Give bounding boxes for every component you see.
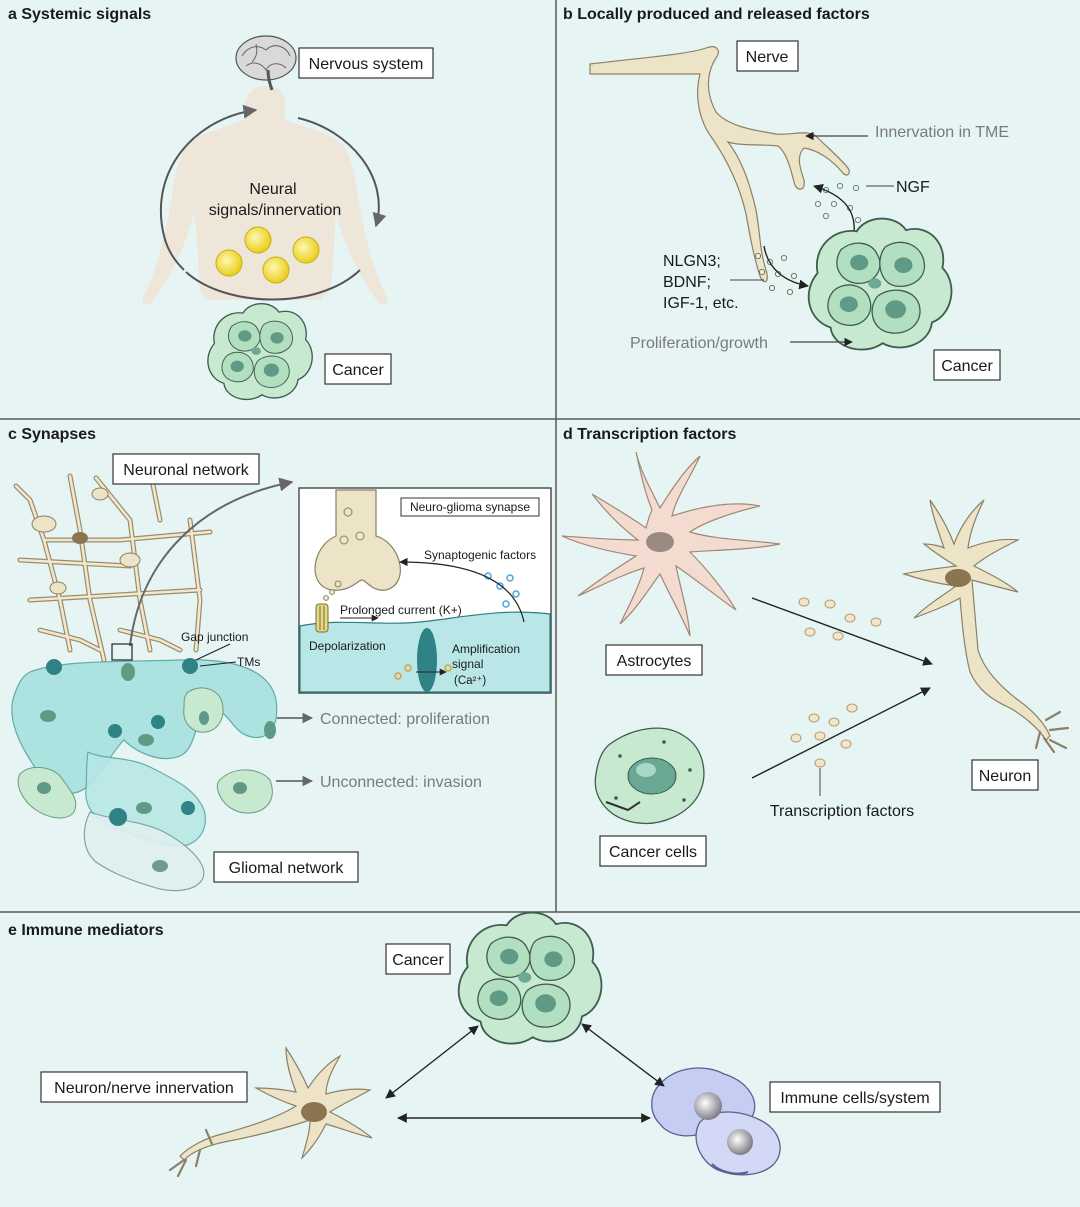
neuron-label-box-d: Neuron <box>971 759 1039 791</box>
cancer-label-b: Cancer <box>941 358 993 375</box>
synaptogenic-factors-label: Synaptogenic factors <box>424 548 536 562</box>
neural-signals-line2: signals/innervation <box>209 202 342 219</box>
immune-cells-illustration <box>651 1067 781 1176</box>
tms-label: TMs <box>237 655 260 669</box>
amplification-line3: (Ca²⁺) <box>454 675 486 687</box>
neuronal-network-label: Neuronal network <box>123 462 249 479</box>
nerve-illustration <box>589 46 850 283</box>
cancer-neuron-arrow <box>385 1025 479 1099</box>
panel-dividers <box>0 0 1080 913</box>
factor-particles <box>754 252 798 296</box>
unconnected-label: Unconnected: invasion <box>320 774 482 791</box>
ngf-label: NGF <box>896 179 930 196</box>
cancer-cells-label-box: Cancer cells <box>599 835 707 867</box>
proliferation-label: Proliferation/growth <box>630 335 768 352</box>
gap-junction-pointer <box>195 643 231 661</box>
cancer-label-e: Cancer <box>392 952 444 969</box>
tms-pointer <box>199 661 237 667</box>
neuron-label-box-e: Neuron/nerve innervation <box>40 1071 248 1103</box>
neuron-bodies <box>31 487 141 595</box>
amplification-line1: Amplification <box>452 642 520 656</box>
factor-nlgn3: NLGN3; <box>663 253 721 270</box>
cancer-label-box-b: Cancer <box>933 349 1001 381</box>
connected-label: Connected: proliferation <box>320 711 490 728</box>
amplification-line2: signal <box>452 657 483 671</box>
cancer-to-neuron-arrow <box>751 687 931 779</box>
ngf-arrow <box>813 183 855 235</box>
cancer-cell-illustration <box>594 727 705 824</box>
cancer-immune-arrow <box>581 1023 665 1087</box>
factor-bdnf: BDNF; <box>663 274 711 291</box>
nerve-label-box: Nerve <box>736 40 799 72</box>
astrocytes-label: Astrocytes <box>617 653 692 670</box>
gliomal-network-label: Gliomal network <box>229 860 345 877</box>
panel-e-title: e Immune mediators <box>8 922 164 939</box>
tumor-illustration-b <box>807 217 953 351</box>
gap-junctions <box>46 658 198 826</box>
transcription-factors-label: Transcription factors <box>770 803 914 820</box>
cancer-label-box-a: Cancer <box>324 353 392 385</box>
zoom-region-box <box>111 643 133 661</box>
neuron-label-d: Neuron <box>979 768 1031 785</box>
nerve-label: Nerve <box>746 49 789 66</box>
neuron-illustration-e <box>168 1046 373 1178</box>
tumor-illustration-a <box>207 303 313 401</box>
gliomal-network-label-box: Gliomal network <box>213 851 359 883</box>
tumor-illustration-e <box>457 911 603 1045</box>
astrocyte-to-neuron-arrow <box>751 597 933 666</box>
zoom-arrow <box>129 477 294 647</box>
immune-label-box: Immune cells/system <box>769 1081 941 1113</box>
astrocytes-label-box: Astrocytes <box>605 644 703 676</box>
gap-junction-label: Gap junction <box>181 630 248 644</box>
transcription-factor-particles <box>790 597 882 768</box>
panel-b-title: b Locally produced and released factors <box>563 6 870 23</box>
panel-a-title: a Systemic signals <box>8 6 151 23</box>
astrocyte-illustration <box>561 451 781 637</box>
neuron-label-e: Neuron/nerve innervation <box>54 1080 234 1097</box>
neural-signals-line1: Neural <box>249 181 296 198</box>
factors-arrow <box>763 245 809 290</box>
synapse-inset <box>298 487 552 694</box>
brain-icon <box>235 35 297 91</box>
cancer-cells-label: Cancer cells <box>609 844 697 861</box>
nervous-system-label-box: Nervous system <box>298 47 434 79</box>
innervation-label: Innervation in TME <box>875 124 1009 141</box>
panel-c-title: c Synapses <box>8 426 96 443</box>
signal-cycle-arrows <box>159 104 387 301</box>
human-body-illustration <box>142 86 388 305</box>
factor-igf1: IGF-1, etc. <box>663 295 739 312</box>
synapse-inset-title: Neuro-glioma synapse <box>410 500 530 514</box>
neuron-illustration-d <box>901 499 1070 754</box>
depolarization-label: Depolarization <box>309 639 386 653</box>
neuronal-network-label-box: Neuronal network <box>112 453 260 485</box>
cancer-label-a: Cancer <box>332 362 384 379</box>
nervous-system-label: Nervous system <box>309 56 424 73</box>
prolonged-current-label: Prolonged current (K+) <box>340 603 462 617</box>
cancer-label-box-e: Cancer <box>385 943 451 975</box>
neural-signal-spheres <box>215 226 320 284</box>
panel-d-title: d Transcription factors <box>563 426 736 443</box>
ngf-particles <box>814 182 862 224</box>
immune-label: Immune cells/system <box>780 1090 929 1107</box>
